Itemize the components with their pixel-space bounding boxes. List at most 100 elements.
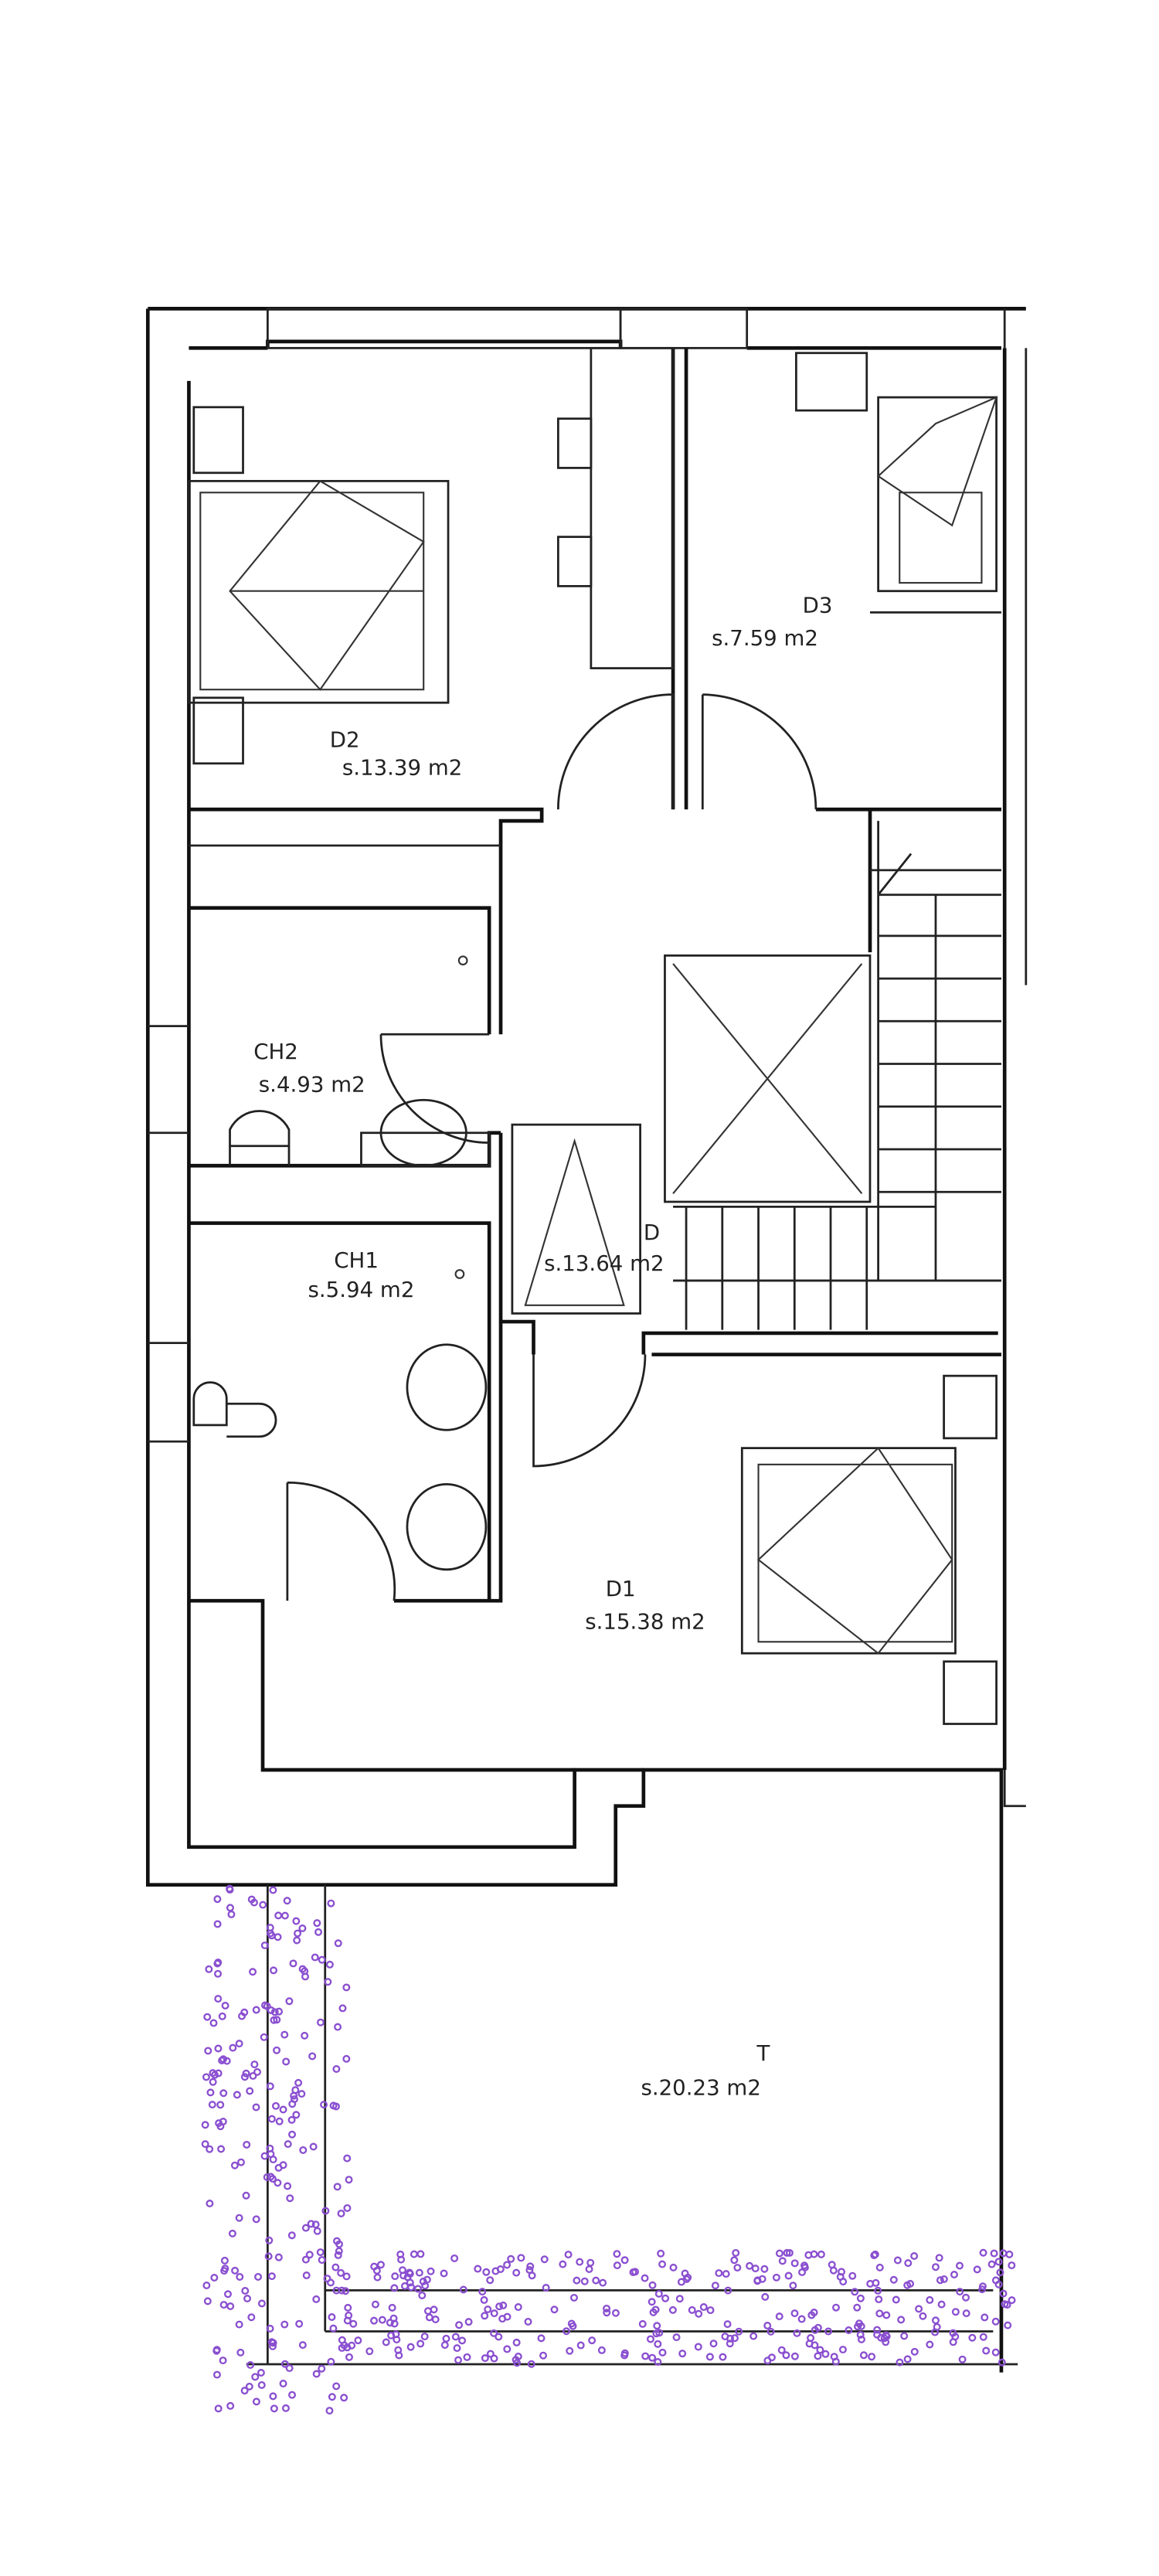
plant-dot [896, 2358, 904, 2367]
plant-dot [329, 2324, 338, 2333]
plant-dot [481, 2312, 489, 2320]
plant-dot [221, 2265, 229, 2273]
plant-dot [297, 2090, 306, 2098]
plant-dot [318, 1955, 326, 1964]
plant-dot [280, 2030, 289, 2039]
plant-dot [342, 2272, 351, 2281]
plant-dot [903, 2355, 912, 2363]
plant-dot [316, 2248, 325, 2257]
plant-dot [286, 2194, 294, 2203]
plant-dot [699, 2303, 708, 2312]
plant-dot [202, 2282, 211, 2289]
plant-dot [592, 2276, 600, 2285]
plant-dot [496, 2265, 505, 2273]
plant-dot [382, 2338, 390, 2346]
plant-dot [289, 1959, 297, 1968]
plant-dot [873, 2330, 882, 2339]
plant-dot [695, 2309, 703, 2318]
plant-dot [882, 2311, 891, 2319]
plant-dot [978, 2285, 987, 2294]
plant-dot [982, 2346, 991, 2355]
plant-dot [723, 2320, 732, 2329]
plant-dot [807, 2311, 816, 2319]
plant-dot [287, 2231, 296, 2240]
plant-dot [540, 2255, 549, 2264]
plant-dot [386, 2319, 394, 2327]
plant-dot [309, 2142, 318, 2151]
plant-dot [951, 2333, 960, 2341]
plant-dot [390, 2319, 399, 2328]
plant-dot [730, 2334, 739, 2343]
plant-dot [999, 2289, 1008, 2298]
plant-dot [657, 2249, 665, 2258]
plant-dot [936, 2276, 944, 2285]
plant-dot [267, 2006, 275, 2014]
plant-dot [288, 2391, 297, 2399]
plant-dot [490, 2309, 498, 2318]
plant-dot [897, 2316, 906, 2324]
plant-dot [252, 2215, 260, 2224]
plant-dot [926, 2295, 934, 2304]
plant-dot [293, 1936, 301, 1945]
plant-dot [480, 2295, 488, 2304]
plant-dot [208, 2101, 216, 2109]
plant-dot [269, 1886, 277, 1894]
plant-dot [889, 2275, 898, 2284]
plant-dot [463, 2353, 471, 2361]
plant-dot [228, 2229, 236, 2237]
plant-dot [213, 1920, 222, 1928]
plant-dot [253, 2067, 261, 2076]
plant-dot [758, 2275, 766, 2283]
plant-dot [250, 1898, 258, 1907]
plant-dot [238, 2012, 246, 2020]
plant-dot [430, 2305, 438, 2314]
plant-dot [793, 2329, 801, 2337]
plant-dot [654, 2358, 662, 2366]
plant-dot [269, 2339, 277, 2347]
plant-dot [542, 2283, 550, 2292]
plant-dot [1005, 2250, 1014, 2258]
plant-dot [235, 2320, 243, 2329]
plant-dot [672, 2333, 681, 2342]
plant-dot [996, 2268, 1004, 2277]
plant-dot [221, 2002, 229, 2010]
room-area: s.4.93 m2 [259, 1072, 365, 1097]
plant-dot [991, 2348, 1000, 2357]
plant-dot [654, 2339, 662, 2348]
plant-dot [260, 2033, 268, 2041]
plant-dot [236, 2158, 245, 2166]
plant-dot [512, 2268, 521, 2277]
plant-dot [236, 2272, 244, 2281]
plant-dot [580, 2277, 589, 2285]
plant-dot [313, 1919, 321, 1928]
plant-dot [678, 2350, 687, 2358]
plant-dot [280, 2320, 289, 2329]
plant-dot [777, 2346, 786, 2354]
plant-dot [857, 2335, 865, 2343]
plant-dot [345, 2176, 353, 2184]
plant-dot [257, 2380, 266, 2389]
plant-dot [328, 2313, 336, 2321]
plant-dot [585, 2265, 593, 2273]
plant-dot [273, 2046, 281, 2054]
plant-dot [240, 2387, 249, 2395]
plant-dot [226, 2302, 235, 2310]
plant-dot [956, 2288, 964, 2296]
plant-dot [227, 1910, 236, 1918]
plant-dot [332, 2382, 341, 2391]
plant-dot [291, 2095, 299, 2104]
plant-dot [458, 2336, 467, 2345]
stairs [673, 821, 1001, 1330]
plant-dot [307, 2220, 315, 2228]
plant-dot [416, 2250, 425, 2258]
plant-dot [206, 2200, 214, 2207]
plant-dot [337, 2268, 345, 2277]
room-name: CH2 [253, 1039, 298, 1064]
plant-dot [219, 2089, 228, 2098]
plant-dot [848, 2271, 857, 2280]
plant-dot [202, 2073, 210, 2081]
plant-dot [874, 2286, 882, 2295]
plant-dot [775, 2312, 783, 2321]
plant-dot [243, 2140, 251, 2149]
